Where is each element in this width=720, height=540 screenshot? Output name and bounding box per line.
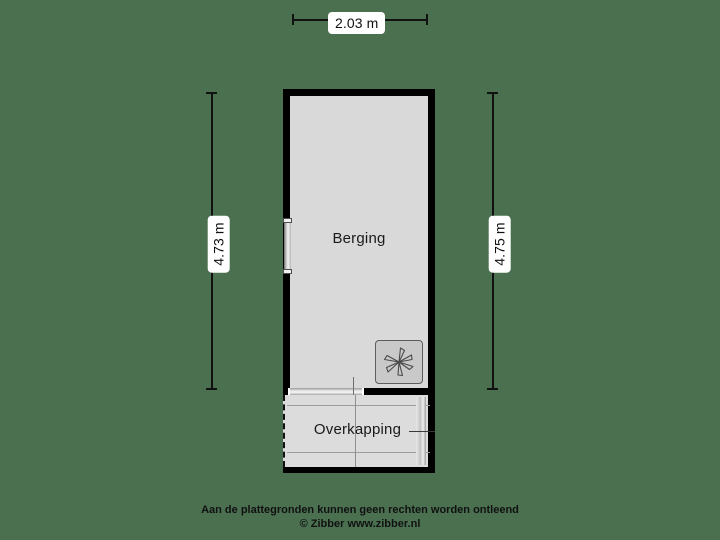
dimension-tick-top-left xyxy=(292,14,294,25)
room-label-overkapping: Overkapping xyxy=(313,421,402,438)
dimension-label-left: 4.73 m xyxy=(207,215,230,273)
footer-line-2: © Zibber www.zibber.nl xyxy=(299,518,421,530)
footer-disclaimer: Aan de plattegronden kunnen geen rechten… xyxy=(0,503,720,531)
sliding-door-icon-bottom-wall xyxy=(288,388,364,395)
overkapping-right-tick xyxy=(409,431,435,432)
overkapping-line-bottom xyxy=(287,452,430,453)
overkapping-line-top xyxy=(287,405,430,406)
dimension-tick-top-right xyxy=(426,14,428,25)
dimension-tick-right-bottom xyxy=(487,388,498,390)
dimension-tick-left-bottom xyxy=(206,388,217,390)
dimension-label-top: 2.03 m xyxy=(328,12,386,34)
door-icon-left-wall xyxy=(284,220,291,274)
door-jamb-bottom xyxy=(283,269,292,274)
appliance-icon xyxy=(375,340,423,384)
dimension-tick-right-top xyxy=(487,92,498,94)
door-jamb-top xyxy=(283,218,292,223)
footer-line-1: Aan de plattegronden kunnen geen rechten… xyxy=(201,504,519,516)
door-swing-mark xyxy=(353,377,354,407)
building-outline: Berging Overkapping xyxy=(283,89,435,473)
dimension-tick-left-top xyxy=(206,92,217,94)
overkapping-floor: Overkapping xyxy=(283,395,430,467)
dimension-label-right: 4.75 m xyxy=(488,215,511,273)
room-label-berging: Berging xyxy=(332,230,386,247)
berging-floor xyxy=(290,96,428,388)
berging-walls: Berging xyxy=(283,89,435,407)
overkapping-area: Overkapping xyxy=(283,395,435,473)
overkapping-divider xyxy=(355,395,356,467)
